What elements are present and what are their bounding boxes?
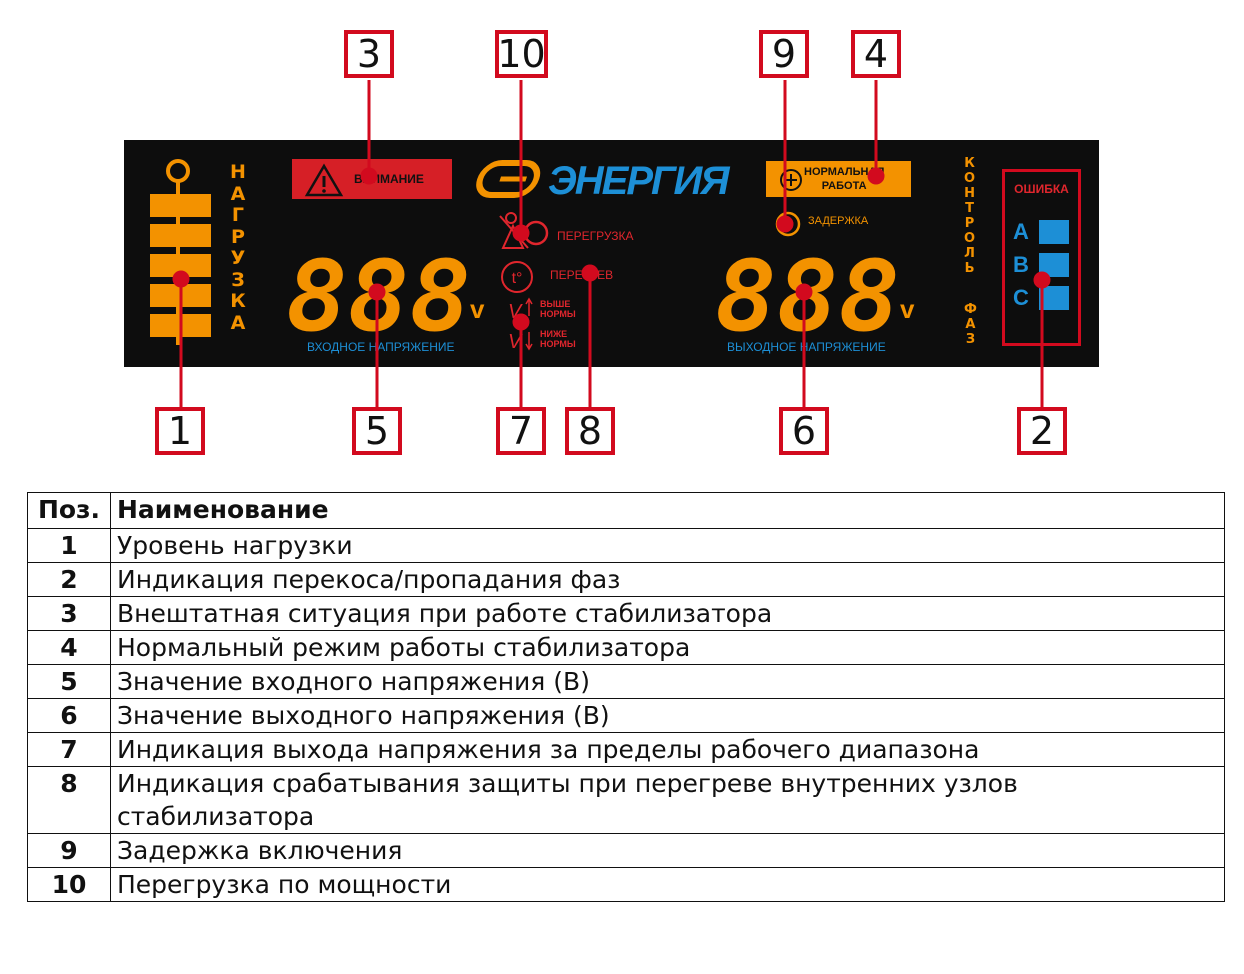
phase-a-row: A xyxy=(1013,219,1069,245)
legend-header-row: Поз. Наименование xyxy=(27,492,1225,529)
callout-leaders xyxy=(172,80,1051,407)
legend-name-cell: Индикация срабатывания защиты при перегр… xyxy=(110,766,1225,834)
legend-pos-cell: 3 xyxy=(27,596,111,631)
plus-circle-icon xyxy=(780,169,802,191)
output-volt-unit: v xyxy=(900,294,915,324)
legend-name-cell: Индикация выхода напряжения за пределы р… xyxy=(110,732,1225,767)
callout-5: 5 xyxy=(352,407,402,455)
legend-name-cell: Нормальный режим работы стабилизатора xyxy=(110,630,1225,665)
callout-8: 8 xyxy=(565,407,615,455)
load-bar-3 xyxy=(150,254,211,277)
phase-error-indicator: ОШИБКА A B C xyxy=(1002,169,1081,346)
legend-name-cell: Внештатная ситуация при работе стабилиза… xyxy=(110,596,1225,631)
legend-name-cell: Задержка включения xyxy=(110,833,1225,868)
callout-10: 10 xyxy=(495,30,548,78)
callout-4: 4 xyxy=(851,30,901,78)
legend-pos-cell: 4 xyxy=(27,630,111,665)
callout-2: 2 xyxy=(1017,407,1067,455)
legend-pos-cell: 6 xyxy=(27,698,111,733)
load-level-indicator xyxy=(150,159,211,345)
overload-label: ПЕРЕГРУЗКА xyxy=(557,229,634,243)
legend-pos-cell: 9 xyxy=(27,833,111,868)
thermometer-icon: t° xyxy=(501,261,533,293)
legend-header-name: Наименование xyxy=(110,492,1225,529)
warning-triangle-icon xyxy=(304,163,344,197)
legend-pos-cell: 7 xyxy=(27,732,111,767)
callout-7: 7 xyxy=(496,407,546,455)
svg-text:V: V xyxy=(508,331,523,352)
load-bar-2 xyxy=(150,224,211,247)
phase-b-row: B xyxy=(1013,252,1069,278)
load-bar-1 xyxy=(150,194,211,217)
phase-c-row: C xyxy=(1013,285,1069,311)
callout-6: 6 xyxy=(779,407,829,455)
normal-operation-label: НОРМАЛЬНАЯ РАБОТА xyxy=(804,166,885,192)
normal-operation-indicator: НОРМАЛЬНАЯ РАБОТА xyxy=(766,161,911,197)
phase-b-letter: B xyxy=(1013,252,1029,277)
legend-pos-cell: 5 xyxy=(27,664,111,699)
phase-a-letter: A xyxy=(1013,219,1029,244)
input-volt-unit: v xyxy=(470,294,485,324)
legend-name-cell: Индикация перекоса/пропадания фаз xyxy=(110,562,1225,597)
legend-pos-cell: 2 xyxy=(27,562,111,597)
phase-a-led xyxy=(1039,220,1069,244)
callout-1: 1 xyxy=(155,407,205,455)
legend-pos-cell: 8 xyxy=(27,766,111,834)
input-voltage-label: ВХОДНОЕ НАПРЯЖЕНИЕ xyxy=(307,340,455,354)
svg-text:t°: t° xyxy=(512,270,523,287)
brand-logo: ЭНЕРГИЯ xyxy=(476,159,732,203)
legend-pos-cell: 10 xyxy=(27,867,111,902)
callout-3: 3 xyxy=(344,30,394,78)
callout-9: 9 xyxy=(759,30,809,78)
stabilizer-front-panel xyxy=(124,140,1099,367)
legend-pos-cell: 1 xyxy=(27,528,111,563)
phase-c-letter: C xyxy=(1013,285,1029,310)
phase-c-led xyxy=(1039,286,1069,310)
error-label: ОШИБКА xyxy=(1014,182,1069,196)
legend-name-cell: Значение выходного напряжения (В) xyxy=(110,698,1225,733)
legend-name-cell: Значение входного напряжения (В) xyxy=(110,664,1225,699)
legend-name-cell: Уровень нагрузки xyxy=(110,528,1225,563)
brand-name: ЭНЕРГИЯ xyxy=(548,159,730,203)
legend-header-pos: Поз. xyxy=(27,492,111,529)
output-voltage-label: ВЫХОДНОЕ НАПРЯЖЕНИЕ xyxy=(727,340,886,354)
legend-name-cell: Перегрузка по мощности xyxy=(110,867,1225,902)
delay-label: ЗАДЕРЖКА xyxy=(808,215,869,227)
